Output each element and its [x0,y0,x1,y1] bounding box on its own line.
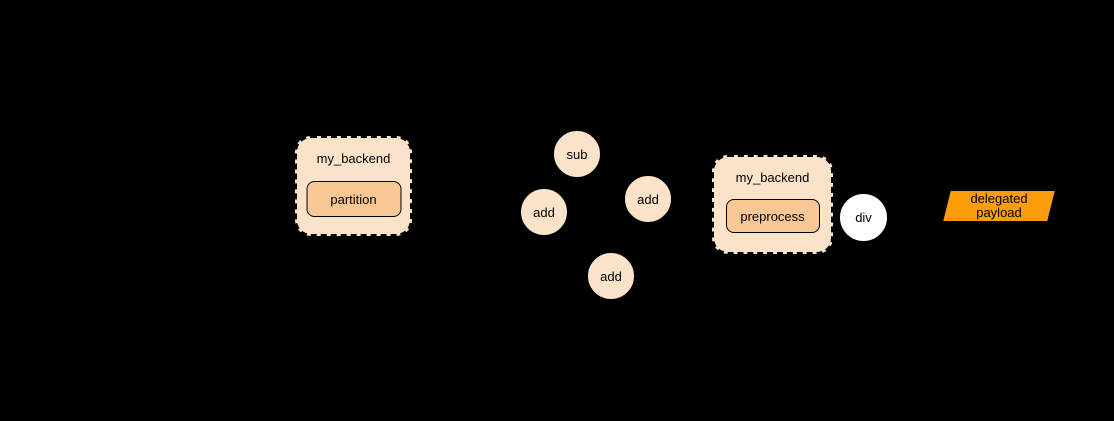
op-node-sub-label: sub [566,146,588,162]
op-node-add-bottom: add [587,252,635,300]
delegated-payload-shape: delegated payload [943,191,1055,221]
partition-stage-box: partition [306,181,401,217]
op-node-div-label: div [855,210,872,225]
op-node-div: div [839,193,888,242]
delegated-payload-line1: delegated [970,191,1028,206]
backend-group-preprocess: my_backend preprocess [712,155,833,254]
op-node-add-bottom-label: add [600,268,622,284]
delegated-payload-line2: payload [976,205,1022,220]
preprocess-stage-box: preprocess [725,199,820,233]
partition-stage-label: partition [330,191,377,207]
op-node-add-right: add [624,175,672,223]
op-node-sub: sub [553,130,601,178]
preprocess-stage-label: preprocess [740,208,805,224]
delegated-payload-label: delegated payload [947,191,1051,221]
op-node-add-right-label: add [637,191,659,207]
op-node-add-left: add [520,188,568,236]
backend-group-partition: my_backend partition [295,136,412,236]
backend-partition-title: my_backend [316,151,391,166]
op-node-add-left-label: add [533,204,555,220]
backend-preprocess-title: my_backend [735,170,810,185]
